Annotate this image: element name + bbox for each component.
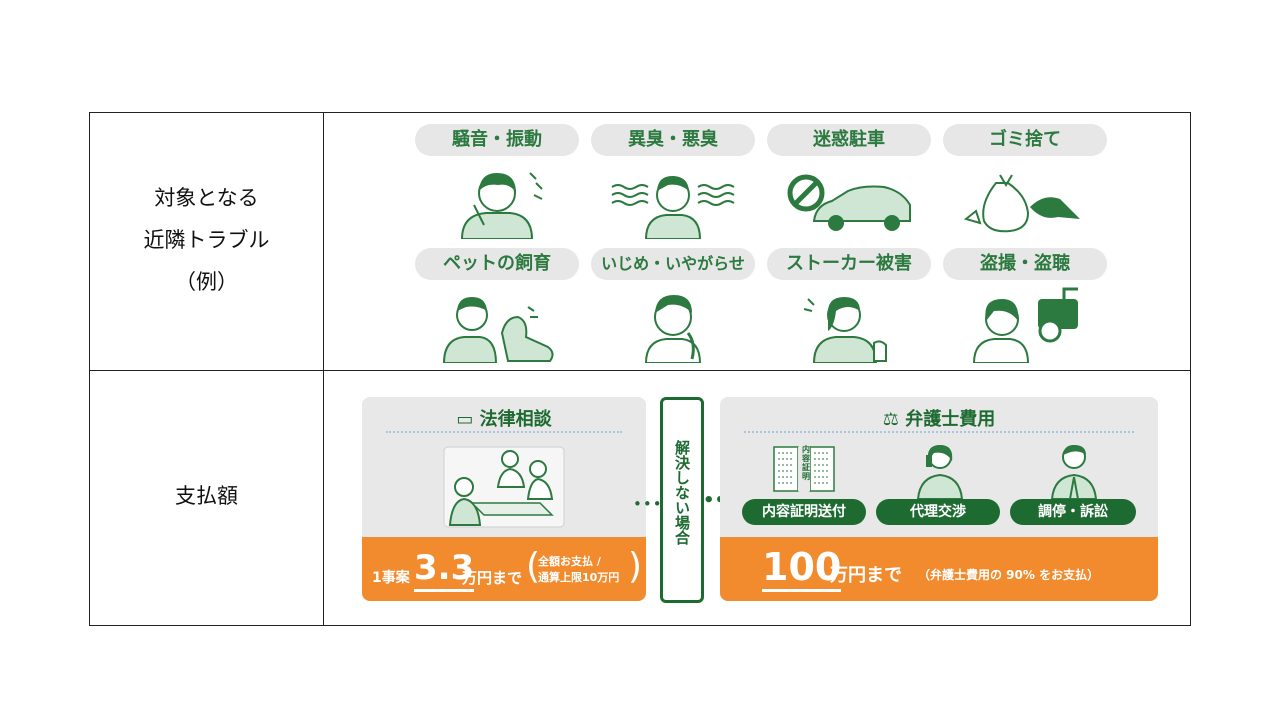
trouble-pill-stalker: ストーカー被害 — [767, 248, 931, 280]
connector-box: 解決しない場合 — [660, 397, 704, 603]
legal-consult-title-row: ▭ 法律相談 — [362, 405, 646, 431]
row-divider — [90, 370, 1190, 371]
phone-negotiator-icon — [916, 445, 964, 499]
fee-item-litigation: 調停・訴訟 — [1010, 499, 1136, 525]
trouble-pill-pet: ペットの飼育 — [415, 248, 579, 280]
legal-consult-title: 法律相談 — [479, 409, 552, 430]
pet-dog-icon — [442, 297, 554, 363]
note-close-paren: ) — [628, 546, 643, 587]
lawyer-man-icon — [1050, 445, 1098, 499]
trouble-pill-voyeur: 盗撮・盗聴 — [943, 248, 1107, 280]
lawyer-fee-panel: ⚖ 弁護士費用 内容証明 内容証明送付 代理交渉 調停・訴訟 100 — [720, 397, 1158, 601]
scales-icon: ⚖ — [882, 409, 899, 430]
note-open-paren: ( — [526, 546, 541, 587]
legal-consult-panel: ▭ 法律相談 1事案 3.3 万円まで ( 全額お支払 / 通算上限10万円 ) — [362, 397, 646, 601]
lawyer-fee-title: 弁護士費用 — [905, 409, 996, 430]
legal-consult-prefix: 1事案 — [372, 570, 410, 586]
legal-consult-unit: 万円まで — [462, 569, 523, 587]
row1-label-line1: 対象となる — [154, 186, 259, 210]
noise-person-icon — [460, 172, 543, 239]
row1-label: 対象となる 近隣トラブル （例） — [90, 177, 323, 303]
smell-person-icon — [611, 175, 735, 239]
row1-label-line2: 近隣トラブル — [143, 228, 270, 252]
legal-consult-amount-band: 1事案 3.3 万円まで ( 全額お支払 / 通算上限10万円 ) — [362, 537, 646, 601]
fee-item-certified-letter: 内容証明送付 — [742, 499, 866, 525]
trouble-pill-parking: 迷惑駐車 — [767, 124, 931, 156]
lawyer-fee-amount-band: 100 万円まで （弁護士費用の 90% をお支払） — [720, 537, 1158, 601]
no-parking-car-icon — [787, 174, 911, 231]
trouble-pill-smell: 異臭・悪臭 — [591, 124, 755, 156]
legal-consult-note-1: 全額お支払 / — [538, 555, 601, 568]
garbage-crow-icon — [963, 174, 1080, 233]
column-divider — [323, 113, 324, 625]
trouble-pill-garbage: ゴミ捨て — [943, 124, 1107, 156]
certified-letter-stamp: 内容証明 — [802, 445, 810, 481]
row2-label: 支払額 — [175, 484, 238, 508]
lawyer-fee-note: （弁護士費用の 90% をお支払） — [918, 568, 1100, 582]
camera-surveillance-icon — [972, 287, 1078, 363]
legal-consult-note-2: 通算上限10万円 — [538, 571, 620, 584]
lawyer-fee-title-row: ⚖ 弁護士費用 — [720, 405, 1158, 431]
coverage-table: 対象となる 近隣トラブル （例） 支払額 騒音・振動 異臭・悪臭 迷惑駐車 ゴミ… — [89, 112, 1191, 626]
legal-consult-divider — [386, 431, 622, 433]
lawyer-fee-divider — [744, 431, 1134, 433]
fee-item-negotiation: 代理交渉 — [876, 499, 1000, 525]
lawyer-fee-unit: 万円まで — [830, 565, 902, 586]
consultation-meeting-icon — [443, 446, 565, 528]
legal-consult-amount: 3.3 — [414, 547, 475, 592]
harassment-child-icon — [644, 295, 702, 363]
chat-icon: ▭ — [456, 409, 474, 430]
trouble-pill-harassment: いじめ・いやがらせ — [591, 248, 755, 280]
trouble-pill-noise: 騒音・振動 — [415, 124, 579, 156]
connector-text: 解決しない場合 — [673, 440, 691, 545]
certified-letter-icon — [773, 446, 835, 492]
connector-dots-left: ••• — [633, 495, 663, 513]
lawyer-fee-amount: 100 — [762, 545, 842, 592]
stalker-victim-icon — [803, 297, 887, 363]
row1-label-line3: （例） — [175, 270, 238, 294]
